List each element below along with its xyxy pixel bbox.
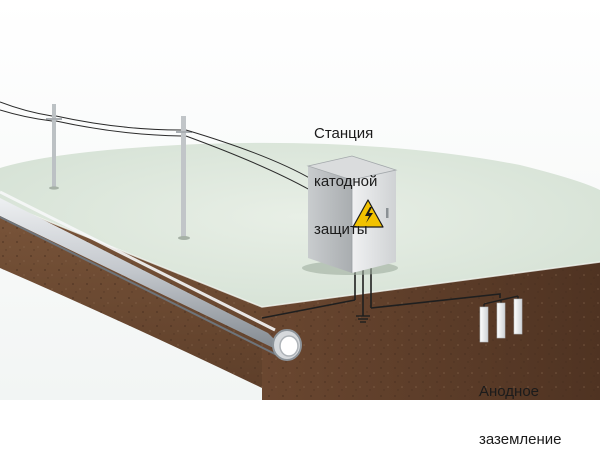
anode-label-line: Анодное: [479, 383, 540, 400]
station-label-line: катодной: [314, 173, 378, 190]
cabinet-door: [308, 166, 352, 273]
anode-rod: [479, 306, 489, 343]
anode-rod: [496, 302, 506, 339]
anode-rod: [513, 298, 523, 335]
ground-symbol: [356, 315, 370, 323]
high-voltage-warning-icon: [352, 199, 384, 228]
cathodic-protection-diagram: [0, 0, 600, 400]
anode-groundbed-label: Анодное заземление: [479, 352, 562, 464]
power-lines: [0, 101, 314, 191]
utility-pole-far: [46, 104, 62, 190]
anode-label-line: заземление: [479, 431, 562, 448]
utility-pole-near: [176, 116, 192, 240]
ground-surface: [0, 142, 600, 307]
cathodic-protection-station: [302, 155, 398, 275]
pipeline: [0, 190, 302, 361]
anode-groundbed: [479, 295, 523, 343]
station-label: Станция катодной защиты: [314, 94, 377, 254]
station-label-line: Станция: [314, 125, 374, 142]
station-label-line: защиты: [314, 221, 368, 238]
